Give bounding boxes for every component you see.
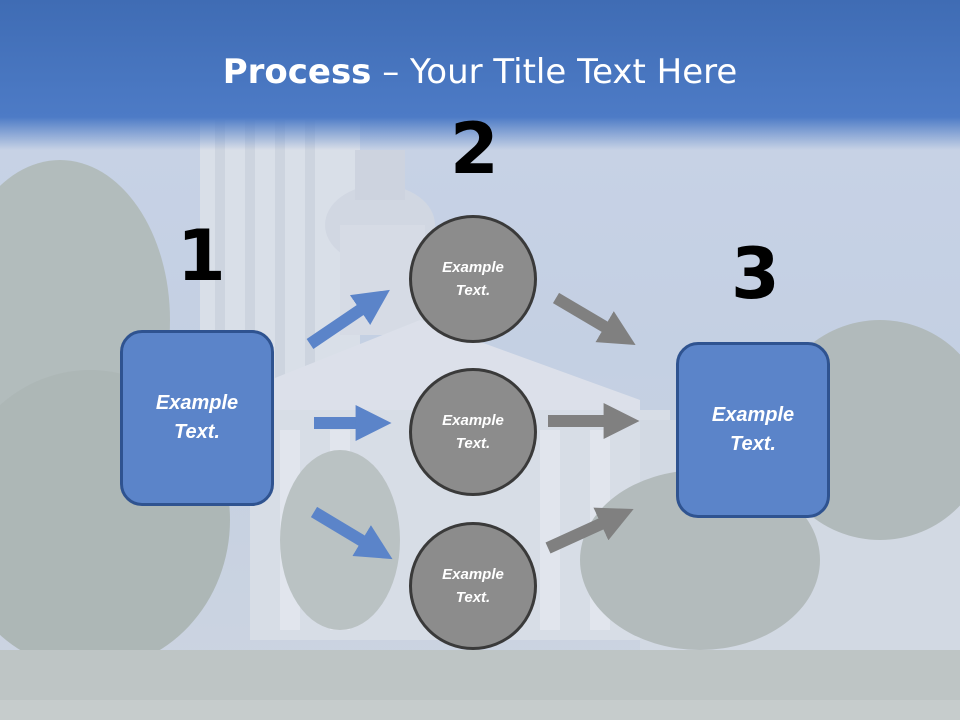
process-circle-bottom: Example Text. [409, 522, 537, 650]
process-circle-middle: Example Text. [409, 368, 537, 496]
step-number-2: 2 [450, 108, 499, 190]
arrow-blue-down [310, 506, 393, 560]
circle-middle-line2: Text. [455, 435, 491, 452]
step-number-1: 1 [177, 215, 226, 297]
circle-middle-line1: Example [442, 412, 504, 429]
box-end-line1: Example [711, 404, 795, 426]
title-rest: – Your Title Text Here [371, 52, 738, 92]
circle-top-line1: Example [442, 259, 504, 276]
circle-bottom-line1: Example [442, 566, 504, 583]
slide-title: Process – Your Title Text Here [0, 52, 960, 92]
circle-top-line2: Text. [455, 282, 491, 299]
arrow-blue-up [306, 289, 390, 349]
box-start-line1: Example [155, 392, 239, 414]
process-box-end: Example Text. [676, 342, 830, 518]
arrow-gray-up [545, 507, 634, 554]
header-band [0, 0, 960, 150]
box-start-line2: Text. [174, 421, 220, 443]
step-number-3: 3 [731, 233, 780, 315]
process-circle-top: Example Text. [409, 215, 537, 343]
circle-bottom-line2: Text. [455, 589, 491, 606]
process-box-start: Example Text. [120, 330, 274, 506]
title-bold: Process [222, 52, 372, 92]
arrow-gray-down [552, 292, 636, 345]
box-end-line2: Text. [730, 433, 776, 455]
